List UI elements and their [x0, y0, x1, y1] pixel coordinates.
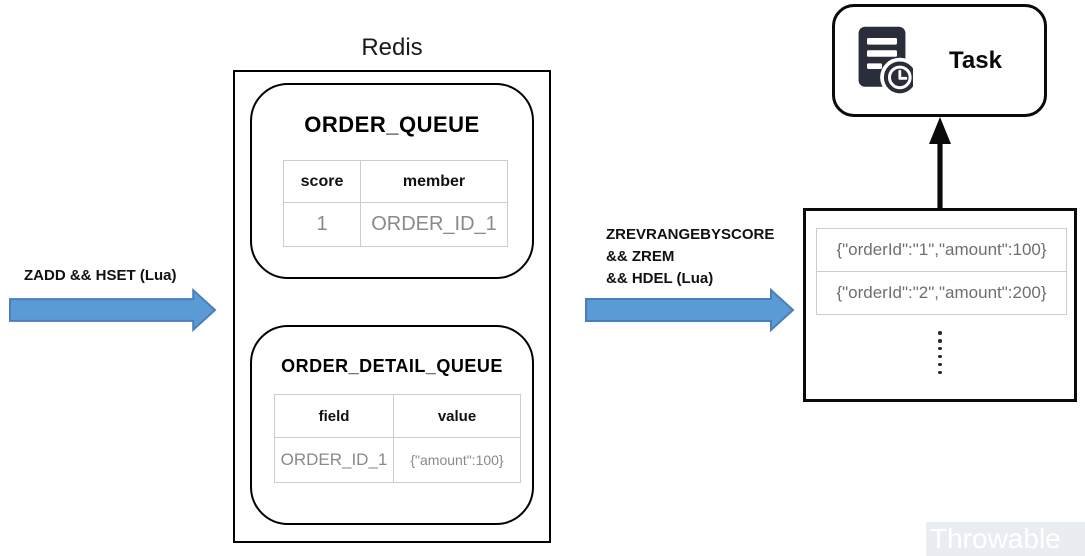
task-label: Task	[949, 46, 1002, 74]
dequeue-commands-label: ZREVRANGEBYSCORE && ZREM && HDEL (Lua)	[606, 224, 774, 290]
order-detail-cell-field: ORDER_ID_1	[275, 438, 394, 482]
dequeue-label-line-3: && HDEL (Lua)	[606, 270, 714, 287]
order-queue-table: score member 1 ORDER_ID_1	[283, 160, 508, 247]
message-list-item: {"orderId":"1","amount":100}	[816, 228, 1067, 272]
order-queue-header-member: member	[361, 161, 507, 203]
order-detail-queue-title: ORDER_DETAIL_QUEUE	[281, 356, 503, 376]
order-detail-cell-value: {"amount":100}	[410, 452, 504, 468]
message-list-box: {"orderId":"1","amount":100} {"orderId":…	[803, 208, 1077, 402]
enqueue-commands-label: ZADD && HSET (Lua)	[24, 267, 177, 284]
list-to-task-arrow-icon	[929, 117, 951, 209]
dequeue-label-line-2: && ZREM	[606, 248, 675, 265]
enqueue-arrow-icon	[9, 287, 217, 333]
dequeue-label-line-1: ZREVRANGEBYSCORE	[606, 226, 775, 243]
message-list-item: {"orderId":"2","amount":200}	[816, 271, 1067, 315]
task-document-clock-icon	[858, 26, 913, 98]
order-queue-cell-member: ORDER_ID_1	[371, 213, 497, 235]
order-queue-header-score: score	[284, 161, 361, 203]
order-queue-cell-score: 1	[284, 203, 361, 246]
order-queue-title: ORDER_QUEUE	[304, 112, 480, 137]
task-box: Task	[832, 4, 1047, 117]
order-detail-queue-table: field value ORDER_ID_1 {"amount":100}	[274, 394, 521, 483]
message-list: {"orderId":"1","amount":100} {"orderId":…	[816, 228, 1067, 315]
dequeue-arrow-icon	[585, 287, 795, 333]
redis-title: Redis	[361, 34, 423, 61]
vertical-ellipsis-icon	[806, 329, 1074, 376]
watermark: Throwable	[926, 522, 1085, 556]
order-detail-header-value: value	[394, 395, 520, 438]
order-detail-header-field: field	[275, 395, 394, 438]
